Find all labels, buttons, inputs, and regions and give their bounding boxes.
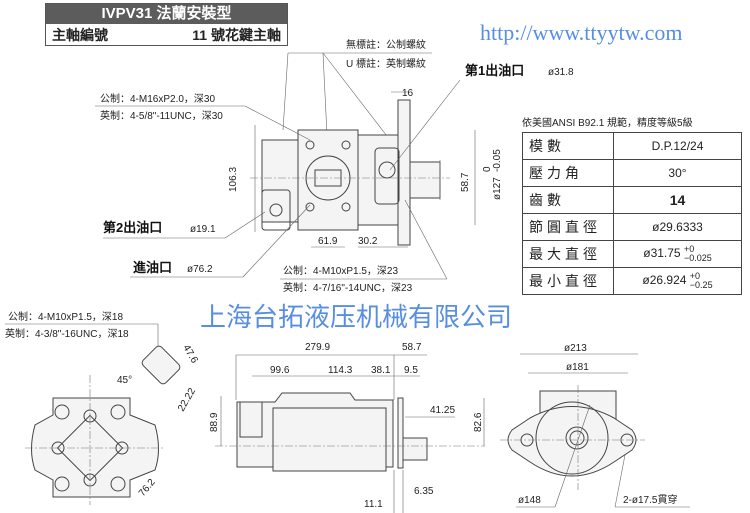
row-key: 齒數 [522,186,614,214]
thread-top-imperial: 英制：4-5/8"-11UNC，深30 [100,109,223,122]
dim-9-5: 9.5 [404,365,418,376]
inlet-dia: ø76.2 [187,264,213,275]
dim-82-6: 82.6 [473,412,484,432]
row-key: 最大直徑 [522,240,614,268]
dim-41-25: 41.25 [430,405,455,416]
inlet-label: 進油口 [133,260,172,275]
dim-38-1: 38.1 [371,365,391,376]
tol-lower: −0.025 [683,253,712,263]
end-view [500,385,645,490]
dim-30-2: 30.2 [358,236,378,247]
row-key: 節圓直徑 [522,213,614,241]
row-value: D.P.12/24 [613,132,742,160]
row-value: ø31.75 +0−0.025 [613,240,742,268]
row-value: ø26.924 +0−0.25 [613,267,742,295]
outlet1-label: 第1出油口 [465,63,524,78]
dim-bolt-holes: 2-ø17.5貫穿 [623,493,677,506]
spline-caption: 依美國ANSI B92.1 規範，精度等級5級 [522,118,693,129]
dim-16: 16 [402,88,414,99]
note-metric: 無標註：公制螺紋 [346,38,426,51]
dim-61-9: 61.9 [318,236,338,247]
leader [242,204,311,278]
thread-mid-imperial: 英制：4-7/16"-14UNC，深23 [283,281,413,294]
dim-99-6: 99.6 [270,365,290,376]
leader [404,199,448,280]
dim-11-1: 11.1 [364,499,383,510]
outlet2-dia: ø19.1 [190,224,216,235]
front-view [25,345,181,505]
leader [614,454,626,508]
tol-upper: +0 [689,271,701,281]
row-value: 14 [613,186,742,214]
thread-mid-metric: 公制：4-M10xP1.5，深23 [283,264,398,277]
top-view [250,91,476,246]
leader [282,52,289,131]
thread-top-metric: 公制：4-M16xP2.0，深30 [100,92,215,105]
watermark-company: 上海台拓液压机械有限公司 [200,303,512,332]
leader [389,79,461,171]
side-view [215,355,485,472]
row-key: 模數 [522,132,614,160]
outlet2-label: 第2出油口 [103,220,162,235]
tol-upper: +0 [683,244,695,254]
dim-181: ø181 [566,362,589,373]
dim-114-3: 114.3 [328,365,353,376]
dim-213: ø213 [564,343,587,354]
dim-45deg: 45° [117,375,132,386]
tolerance: +0−0.25 [690,272,713,290]
dim-148: ø148 [518,495,541,506]
leader [322,52,328,136]
dim-88-9: 88.9 [209,412,220,432]
row-value: 30° [613,159,742,187]
dim-22-22: 22.22 [176,386,198,414]
value-text: ø26.924 [642,273,687,288]
leader [322,52,391,141]
value-text: ø31.75 [643,246,681,261]
dim-127-tol-upper: 0 [482,166,493,172]
shaft-value: 11 號花鍵主軸 [192,26,281,43]
dim-47-6: 47.6 [180,343,199,366]
note-imperial: U 標註：英制螺紋 [346,57,426,70]
dim-58-7-side: 58.7 [402,342,422,353]
title-box: IVPV31 法蘭安裝型 主軸編號 11 號花鍵主軸 [45,3,288,46]
model-title: IVPV31 法蘭安裝型 [46,4,287,24]
leader [554,404,591,508]
leader [244,105,311,141]
watermark-url: http://www.ttyytw.com [480,20,682,45]
tolerance: +0−0.025 [684,245,712,263]
tol-lower: −0.25 [689,280,713,290]
shaft-row: 主軸編號 11 號花鍵主軸 [46,24,287,45]
dim-127: ø127 [492,177,503,200]
thread-left-metric: 公制：4-M10xP1.5，深18 [8,310,123,323]
row-value: ø29.6333 [613,213,742,241]
dim-106-3: 106.3 [228,167,239,192]
dim-58-7: 58.7 [460,172,471,192]
dim-76-2: 76.2 [137,477,158,499]
thread-left-imperial: 英制：4-3/8"-16UNC，深18 [5,327,129,340]
dim-6-35: 6.35 [414,486,434,497]
row-key: 最小直徑 [522,267,614,295]
dim-279-9: 279.9 [305,342,330,353]
leader [224,211,266,239]
row-key: 壓力角 [522,159,614,187]
dim-127-tol-lower: -0.05 [492,149,503,172]
outlet1-dia: ø31.8 [548,67,574,78]
shaft-label: 主軸編號 [52,26,108,43]
